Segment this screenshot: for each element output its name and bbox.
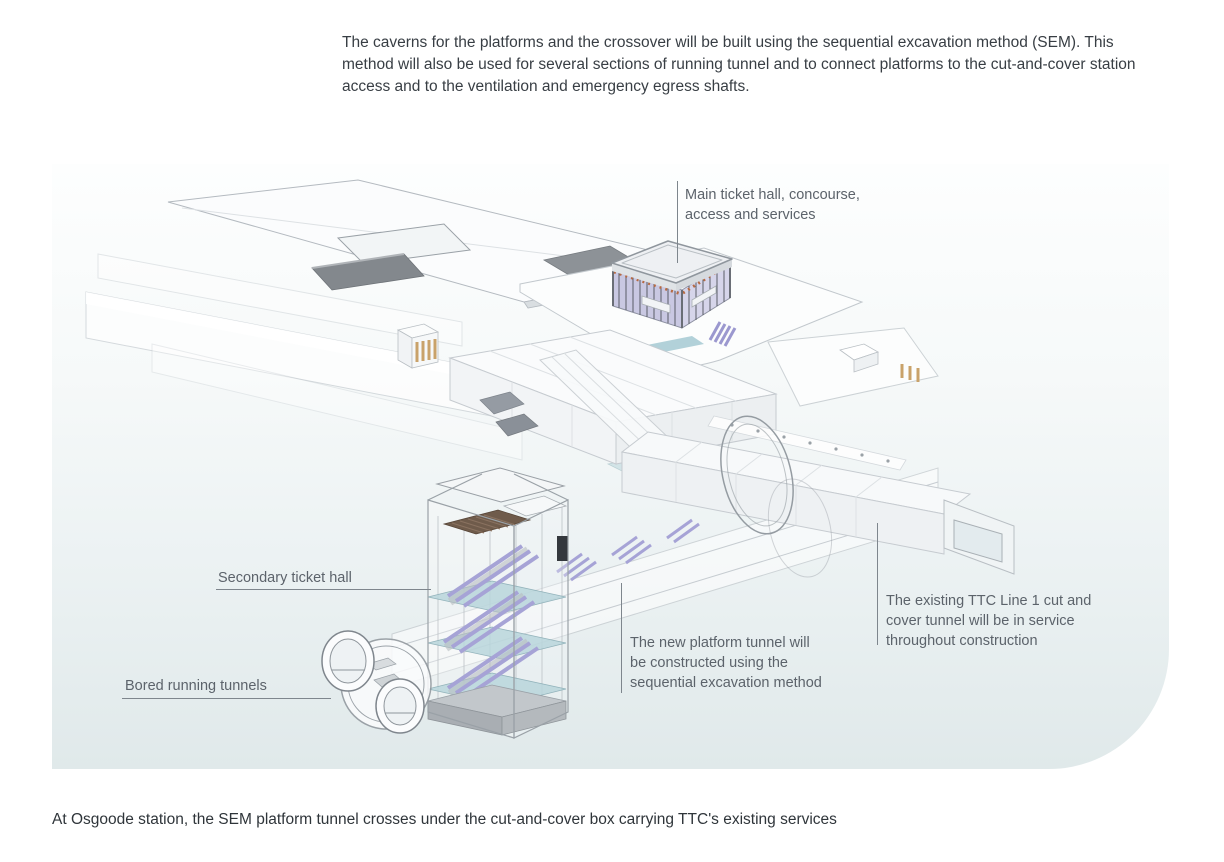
shaft-head [435, 467, 568, 561]
column-strip [707, 415, 907, 471]
label-new-platform-tunnel: The new platform tunnel will be construc… [630, 635, 822, 691]
station-isometric-diagram [85, 179, 1015, 739]
label-bored-running-tunnels: Bored running tunnels [125, 678, 267, 694]
leader-main-ticket-hall [677, 181, 678, 263]
intro-paragraph: The caverns for the platforms and the cr… [342, 34, 1136, 95]
headhouse [611, 240, 733, 329]
leader-bored-running-tunnels [122, 698, 331, 699]
vent-kiosk [396, 323, 440, 369]
figure-caption: At Osgoode station, the SEM platform tun… [52, 811, 837, 828]
existing-line1-box [620, 431, 1015, 575]
sem-ring [720, 415, 833, 578]
left-tunnels [85, 253, 565, 461]
label-main-ticket-hall: Main ticket hall, concourse, access and … [685, 187, 860, 223]
label-secondary-ticket-hall: Secondary ticket hall [218, 570, 352, 586]
leader-new-platform-tunnel [621, 583, 622, 693]
leader-existing-ttc [877, 523, 878, 645]
bored-tunnel-portals [321, 630, 432, 734]
leader-secondary-ticket-hall [216, 589, 431, 590]
label-existing-ttc: The existing TTC Line 1 cut and cover tu… [886, 593, 1092, 649]
wing-walls [479, 391, 539, 437]
right-entrance-slab [767, 327, 939, 407]
secondary-ticket-hall-shaft [427, 467, 569, 739]
